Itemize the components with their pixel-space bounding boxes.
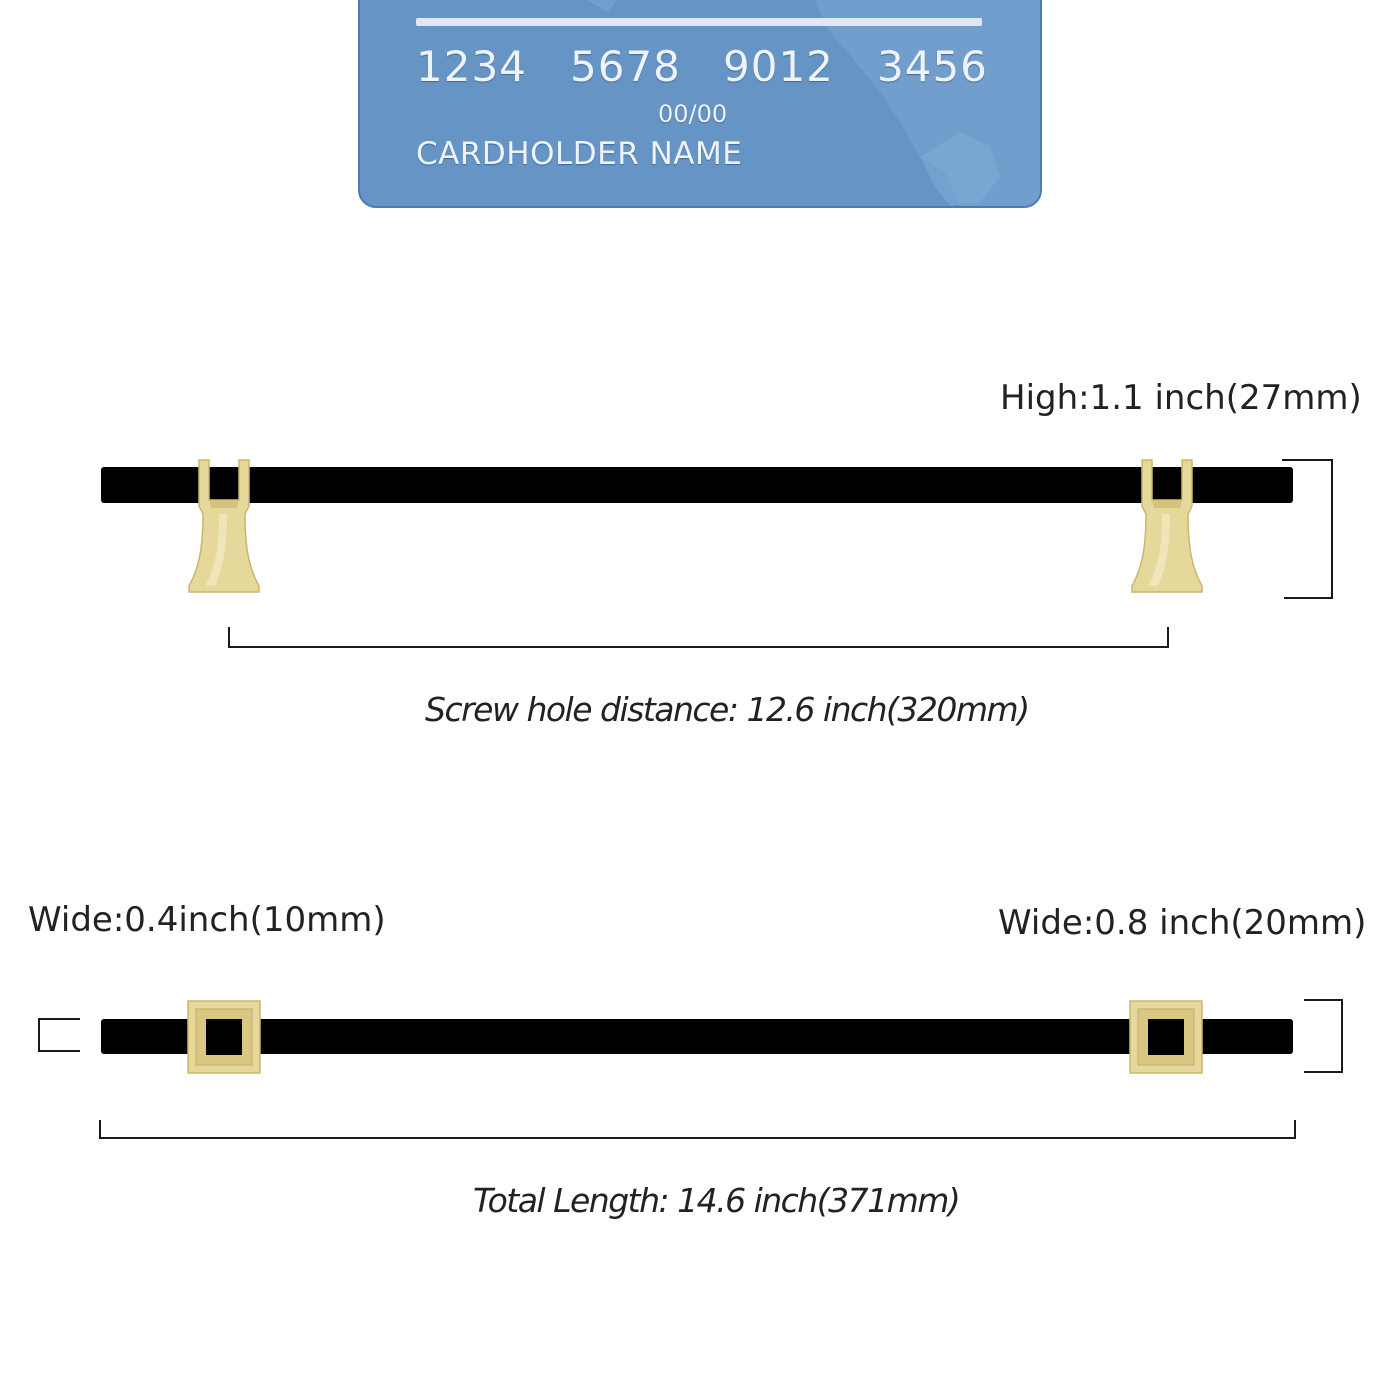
handle-bar-side xyxy=(101,467,1293,503)
screw-hole-distance-label: Screw hole distance: 12.6 inch(320mm) xyxy=(425,690,1030,729)
left-width-label: Wide:0.4inch(10mm) xyxy=(28,900,386,940)
card-number-group-3: 9012 xyxy=(723,42,834,91)
right-width-label: Wide:0.8 inch(20mm) xyxy=(998,903,1367,943)
right-width-bracket xyxy=(1304,999,1343,1073)
credit-card: 1234 5678 9012 3456 00/00 CARDHOLDER NAM… xyxy=(358,0,1042,208)
screw-hole-dimension-line xyxy=(228,627,1169,648)
height-dimension-bracket xyxy=(1282,459,1333,599)
height-label: High:1.1 inch(27mm) xyxy=(1000,378,1362,418)
world-map-graphic xyxy=(587,0,1040,206)
right-post-side xyxy=(1131,459,1203,593)
card-stripe xyxy=(416,18,982,26)
left-post-side xyxy=(188,459,260,593)
card-number-group-1: 1234 xyxy=(416,42,527,91)
total-length-label: Total Length: 14.6 inch(371mm) xyxy=(473,1181,961,1220)
right-post-top xyxy=(1129,1000,1203,1074)
card-number-group-4: 3456 xyxy=(877,42,988,91)
card-expiry: 00/00 xyxy=(658,100,728,128)
handle-bar-top xyxy=(101,1019,1293,1054)
cardholder-name: CARDHOLDER NAME xyxy=(416,136,743,172)
total-length-dimension-line xyxy=(99,1120,1296,1139)
left-width-bracket xyxy=(38,1018,80,1052)
card-number-group-2: 5678 xyxy=(570,42,681,91)
left-post-top xyxy=(187,1000,261,1074)
